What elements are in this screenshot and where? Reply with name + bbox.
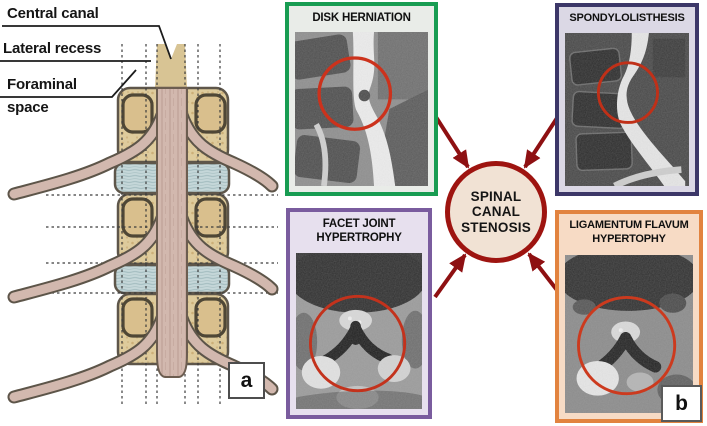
arrow-from-facet-joint [433, 253, 467, 299]
discs [113, 161, 231, 295]
panel-title-disk-herniation: DISK HERNIATION [312, 12, 411, 24]
disk-herniation-mri [295, 32, 428, 186]
panel-a-letter: a [228, 362, 265, 399]
panel-facet-joint-hypertrophy: FACET JOINT HYPERTROPHY [286, 208, 432, 419]
panel-title-facet-joint: FACET JOINT HYPERTROPHY [290, 212, 428, 246]
label-foraminal-line2: space [7, 99, 49, 116]
spinal-canal-stenosis-node: SPINAL CANAL STENOSIS [445, 161, 547, 263]
label-foraminal-line1: Foraminal [7, 76, 77, 93]
panel-title-spondylolisthesis: SPONDYLOLISTHESIS [569, 12, 685, 24]
annotation-circle [577, 295, 677, 396]
zone-guides [46, 44, 278, 404]
center-node-line2: CANAL [471, 204, 521, 220]
canal-top [155, 44, 187, 88]
panel-title-facet-line1: FACET JOINT [322, 218, 396, 230]
pedicles [121, 93, 227, 338]
panel-title-ligamentum: LIGAMENTUM FLAVUM HYPERTOPHY [559, 214, 699, 247]
center-node-line1: SPINAL [470, 188, 522, 204]
center-node-line3: STENOSIS [461, 219, 531, 235]
facet-joint-mri [296, 253, 422, 409]
arrow-from-spondylolisthesis [523, 113, 561, 169]
panel-title-ligamentum-line2: HYPERTOPHY [592, 232, 666, 245]
nerve-roots [7, 108, 279, 404]
annotation-circle [308, 294, 407, 393]
arrow-from-disk-herniation [432, 112, 470, 169]
vertebrae [116, 86, 230, 366]
label-central-canal: Central canal [7, 5, 99, 22]
spondylolisthesis-mri [565, 33, 689, 186]
label-foraminal-space: Foraminal space [7, 76, 77, 117]
annotation-circle [596, 61, 659, 124]
panel-title-ligamentum-line1: LIGAMENTUM FLAVUM [569, 219, 689, 231]
panel-b-letter: b [661, 385, 702, 422]
spinal-cord [156, 87, 188, 378]
panel-title-facet-line2: HYPERTROPHY [316, 232, 402, 245]
label-lateral-recess: Lateral recess [3, 40, 102, 57]
panel-disk-herniation: DISK HERNIATION [285, 2, 438, 196]
annotation-circle [317, 56, 393, 131]
panel-spondylolisthesis: SPONDYLOLISTHESIS [555, 3, 699, 196]
